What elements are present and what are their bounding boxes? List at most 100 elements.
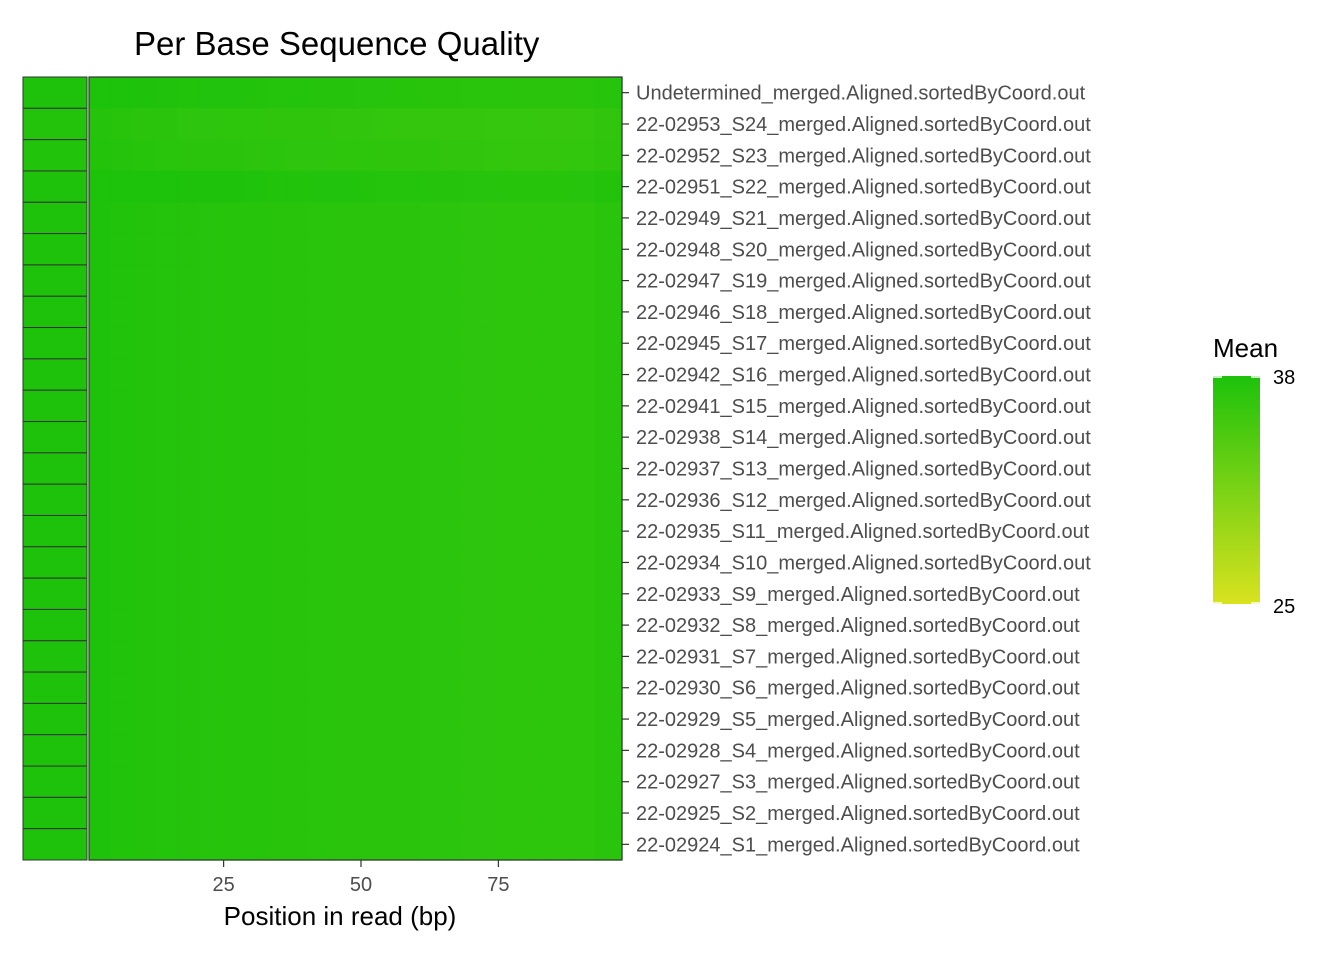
- heatmap-cell: [594, 452, 618, 485]
- heatmap-cell: [594, 77, 618, 109]
- heatmap-cell: [462, 170, 486, 203]
- heatmap-cell: [550, 358, 574, 391]
- heatmap-cell: [374, 578, 398, 611]
- heatmap-cell: [242, 233, 266, 266]
- heatmap-cell: [132, 515, 156, 548]
- heatmap-cell: [330, 358, 354, 391]
- heatmap-cell: [154, 296, 178, 329]
- heatmap-cell: [286, 139, 310, 172]
- overall-quality-cell: [22, 640, 88, 673]
- heatmap-cell: [264, 233, 288, 266]
- heatmap-cell: [330, 170, 354, 203]
- heatmap-cell: [89, 77, 112, 109]
- heatmap-cell: [528, 77, 552, 109]
- heatmap-cell: [220, 766, 244, 798]
- heatmap-cell: [396, 358, 420, 391]
- heatmap-cell: [308, 108, 332, 141]
- heatmap-cell: [462, 515, 486, 548]
- y-tick-label: 22-02933_S9_merged.Aligned.sortedByCoord…: [636, 584, 1080, 606]
- heatmap-cell: [89, 170, 112, 203]
- heatmap-cell: [110, 766, 134, 798]
- heatmap-cell: [374, 390, 398, 423]
- heatmap-cell: [154, 484, 178, 517]
- y-tick-label: 22-02948_S20_merged.Aligned.sortedByCoor…: [636, 239, 1091, 261]
- heatmap-cell: [528, 734, 552, 767]
- heatmap-cell: [352, 515, 376, 548]
- y-tick-label: 22-02936_S12_merged.Aligned.sortedByCoor…: [636, 490, 1091, 512]
- heatmap-cell: [352, 578, 376, 611]
- heatmap-cell: [89, 672, 112, 704]
- heatmap-cell: [242, 390, 266, 423]
- heatmap-cell: [198, 609, 222, 642]
- overall-quality-cell: [22, 796, 88, 830]
- heatmap-cell: [418, 703, 442, 736]
- y-tick-label: 22-02951_S22_merged.Aligned.sortedByCoor…: [636, 177, 1091, 199]
- heatmap-cell: [198, 421, 222, 454]
- heatmap-cell: [198, 797, 222, 830]
- heatmap-cell: [616, 515, 623, 548]
- heatmap-cell: [132, 609, 156, 642]
- heatmap-cell: [462, 828, 486, 861]
- heatmap-cell: [220, 264, 244, 297]
- heatmap-cell: [528, 578, 552, 611]
- heatmap-cell: [330, 546, 354, 579]
- heatmap-cell: [484, 233, 508, 266]
- heatmap-cell: [154, 766, 178, 798]
- overall-quality-cell: [22, 483, 88, 516]
- heatmap-cell: [462, 546, 486, 579]
- y-tick-label: Undetermined_merged.Aligned.sortedByCoor…: [636, 83, 1086, 105]
- heatmap-cell: [220, 452, 244, 485]
- heatmap-cell: [418, 264, 442, 297]
- heatmap-cell: [462, 797, 486, 830]
- heatmap-cell: [154, 734, 178, 767]
- heatmap-cell: [89, 797, 112, 830]
- heatmap-cell: [572, 797, 596, 830]
- heatmap-cell: [198, 578, 222, 611]
- heatmap-cell: [176, 578, 200, 611]
- heatmap-cell: [220, 77, 244, 109]
- heatmap-cell: [110, 139, 134, 172]
- heatmap-cell: [198, 703, 222, 736]
- heatmap-cell: [462, 233, 486, 266]
- heatmap-cell: [440, 452, 464, 485]
- heatmap-cell: [528, 358, 552, 391]
- heatmap-cell: [264, 703, 288, 736]
- heatmap-cell: [154, 515, 178, 548]
- heatmap-cell: [484, 640, 508, 673]
- heatmap-cell: [396, 797, 420, 830]
- heatmap-cell: [198, 828, 222, 861]
- heatmap-cell: [330, 578, 354, 611]
- heatmap-cell: [352, 296, 376, 329]
- legend-label-min: 25: [1273, 596, 1295, 618]
- heatmap-cell: [440, 202, 464, 235]
- heatmap-cell: [550, 170, 574, 203]
- overall-quality-cell: [22, 452, 88, 485]
- heatmap-cell: [352, 421, 376, 454]
- heatmap-cell: [440, 609, 464, 642]
- heatmap-cell: [198, 515, 222, 548]
- heatmap-cell: [198, 108, 222, 141]
- heatmap-cell: [550, 578, 574, 611]
- heatmap-cell: [528, 139, 552, 172]
- heatmap-cell: [242, 672, 266, 704]
- heatmap-cell: [594, 609, 618, 642]
- heatmap-cell: [484, 296, 508, 329]
- legend-title: Mean: [1213, 333, 1278, 363]
- heatmap-cell: [308, 296, 332, 329]
- y-tick-label: 22-02938_S14_merged.Aligned.sortedByCoor…: [636, 427, 1091, 449]
- heatmap-cell: [132, 170, 156, 203]
- heatmap-cell: [330, 515, 354, 548]
- heatmap-cell: [506, 327, 530, 360]
- heatmap-cell: [594, 390, 618, 423]
- heatmap-cell: [220, 703, 244, 736]
- heatmap-cell: [374, 672, 398, 704]
- heatmap-cell: [528, 828, 552, 861]
- heatmap-cell: [352, 609, 376, 642]
- heatmap-cell: [330, 77, 354, 109]
- heatmap-cell: [440, 578, 464, 611]
- heatmap-cell: [176, 264, 200, 297]
- heatmap-cell: [352, 672, 376, 704]
- heatmap-cell: [242, 797, 266, 830]
- heatmap-cell: [440, 296, 464, 329]
- heatmap-cell: [506, 390, 530, 423]
